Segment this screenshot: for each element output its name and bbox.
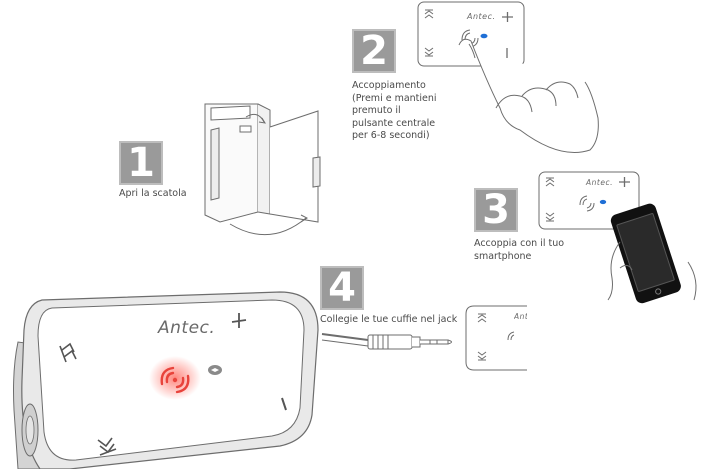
step-4-number: 4 xyxy=(320,266,364,310)
headphone-jack-illustration xyxy=(321,305,527,371)
pairing-device-illustration xyxy=(417,1,599,153)
step-3-caption: Accoppia con il tuo smartphone xyxy=(474,238,565,262)
smartphone-pairing-illustration xyxy=(538,171,697,304)
step-1-number: 1 xyxy=(119,141,163,185)
brand-logo-step-2: Antec. xyxy=(467,12,496,21)
brand-logo-step-4: Antec. xyxy=(514,312,527,321)
step-1-caption: Apri la scatola xyxy=(119,188,187,199)
open-box-illustration xyxy=(204,103,321,236)
step-4-caption: Collegie le tue cuffie nel jack xyxy=(320,314,458,325)
large-device-illustration xyxy=(13,291,319,469)
step-2-number: 2 xyxy=(352,29,396,73)
brand-logo-step-3: Antec. xyxy=(586,178,613,187)
brand-logo-large: Antec. xyxy=(158,318,216,338)
step-2-caption: Accoppiamento (Premi e mantieni premuto … xyxy=(352,80,437,141)
step-3-number: 3 xyxy=(474,188,518,232)
